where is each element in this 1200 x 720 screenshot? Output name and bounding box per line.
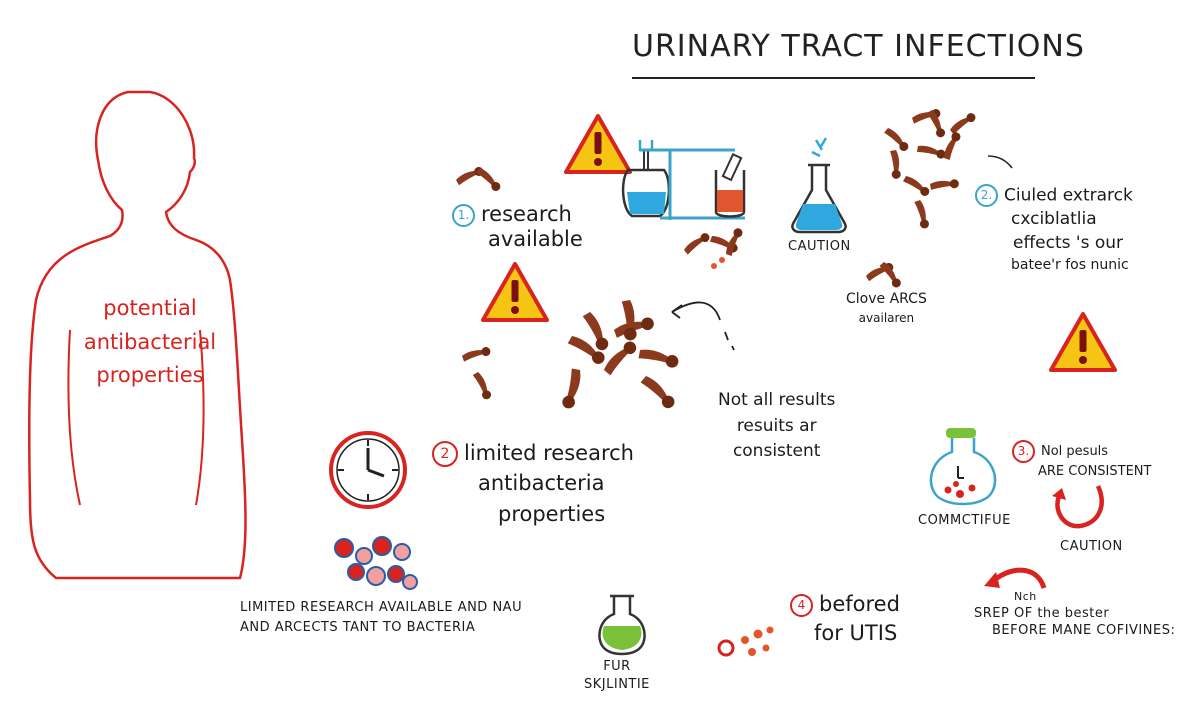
- warning-icon: [564, 114, 632, 174]
- number-badge: 2.: [975, 184, 998, 207]
- label-line: FUR: [603, 659, 631, 674]
- cloves-icon: [561, 299, 680, 411]
- arrow-head: [671, 304, 683, 319]
- note-line: available: [488, 226, 583, 251]
- red-dots: [717, 626, 774, 657]
- note-line: batee'r fos nunic: [1011, 256, 1129, 273]
- note-line: Nch: [1014, 590, 1037, 603]
- arrow-icon: [987, 155, 1013, 169]
- note-line: properties: [498, 501, 606, 526]
- research-available-note: 1.research available: [452, 202, 583, 251]
- flask-icon: [791, 137, 847, 234]
- note-line: resuits ar: [736, 415, 817, 436]
- note-line: Not all results: [718, 390, 836, 410]
- note-line: Ciuled extrarck: [1004, 185, 1133, 206]
- warning-icon: [1049, 312, 1117, 372]
- fur-skjlintie-label: FUR SKJLINTIE: [584, 658, 650, 693]
- clove-extract-note: 2. Ciuled extrarck cxciblatlia effects 's…: [975, 184, 1133, 275]
- dot: [719, 257, 725, 263]
- note-line: ARE CONSISTENT: [1038, 464, 1152, 479]
- note-line: limited research: [464, 441, 634, 465]
- warning-icon: [481, 262, 549, 322]
- cloves-icon: [882, 107, 978, 230]
- caution-label: CAUTION: [1060, 539, 1123, 554]
- not-all-results-note: Not all results resuits ar consistent: [718, 388, 835, 465]
- note-line: SREP OF the bester: [974, 605, 1110, 621]
- note-line: consistent: [732, 441, 821, 461]
- arm-line-left: [67, 329, 81, 506]
- lab-apparatus-icon: [621, 140, 746, 220]
- curved-arrow-icon: [984, 567, 1047, 589]
- clock-icon: [329, 431, 407, 509]
- number-badge: 3.: [1012, 440, 1035, 463]
- body-label-line: properties: [96, 363, 204, 388]
- note-line: availaren: [858, 310, 915, 325]
- note-line: cxciblatlia: [1011, 209, 1097, 230]
- body-label: potential antibacterial properties: [60, 292, 240, 393]
- number-badge: 1.: [452, 203, 475, 227]
- note-line: Clove ARCS: [846, 291, 927, 307]
- caution-label: CAUTION: [788, 239, 851, 254]
- dot: [711, 263, 717, 269]
- green-flask-icon: [598, 594, 646, 656]
- round-flask-icon: [929, 428, 997, 506]
- note-line: for UTIS: [814, 621, 898, 646]
- note-line: BEFORE MANE COFIVINES:: [992, 623, 1176, 639]
- page-title: URINARY TRACT INFECTIONS: [632, 29, 1085, 64]
- note-line: Nol pesuls: [1041, 444, 1109, 459]
- note-line: research: [481, 202, 572, 226]
- note-line: befored: [819, 592, 900, 616]
- number-badge: 2: [432, 441, 458, 467]
- commctifue-label: COMMCTIFUE: [918, 513, 1011, 528]
- not-results-small-note: 3. Nol pesuls ARE CONSISTENT: [1012, 440, 1151, 482]
- label-line: SKJLINTIE: [584, 676, 650, 692]
- human-silhouette-icon: [28, 90, 247, 580]
- limited-caption: LIMITED RESEARCH AVAILABLE AND NAU AND A…: [240, 598, 522, 637]
- caption-line: LIMITED RESEARCH AVAILABLE AND NAU: [240, 600, 523, 615]
- bacteria-icon: [334, 536, 418, 590]
- body-label-line: potential: [103, 296, 197, 320]
- dash-line: [724, 331, 735, 351]
- clove-arcs-note: Clove ARCS availaren: [846, 290, 927, 326]
- number-badge: 4: [790, 593, 813, 617]
- body-label-line: antibacterial: [83, 329, 217, 354]
- note-line: effects 's our: [1013, 233, 1124, 254]
- circular-arrow-icon: [1052, 485, 1104, 529]
- step-before-note: Nch SREP OF the bester BEFORE MANE COFIV…: [974, 590, 1175, 640]
- arm-line-right: [195, 329, 205, 506]
- caption-line: AND ARCECTS TANT TO BACTERIA: [240, 619, 476, 635]
- note-line: antibacteria: [478, 471, 605, 496]
